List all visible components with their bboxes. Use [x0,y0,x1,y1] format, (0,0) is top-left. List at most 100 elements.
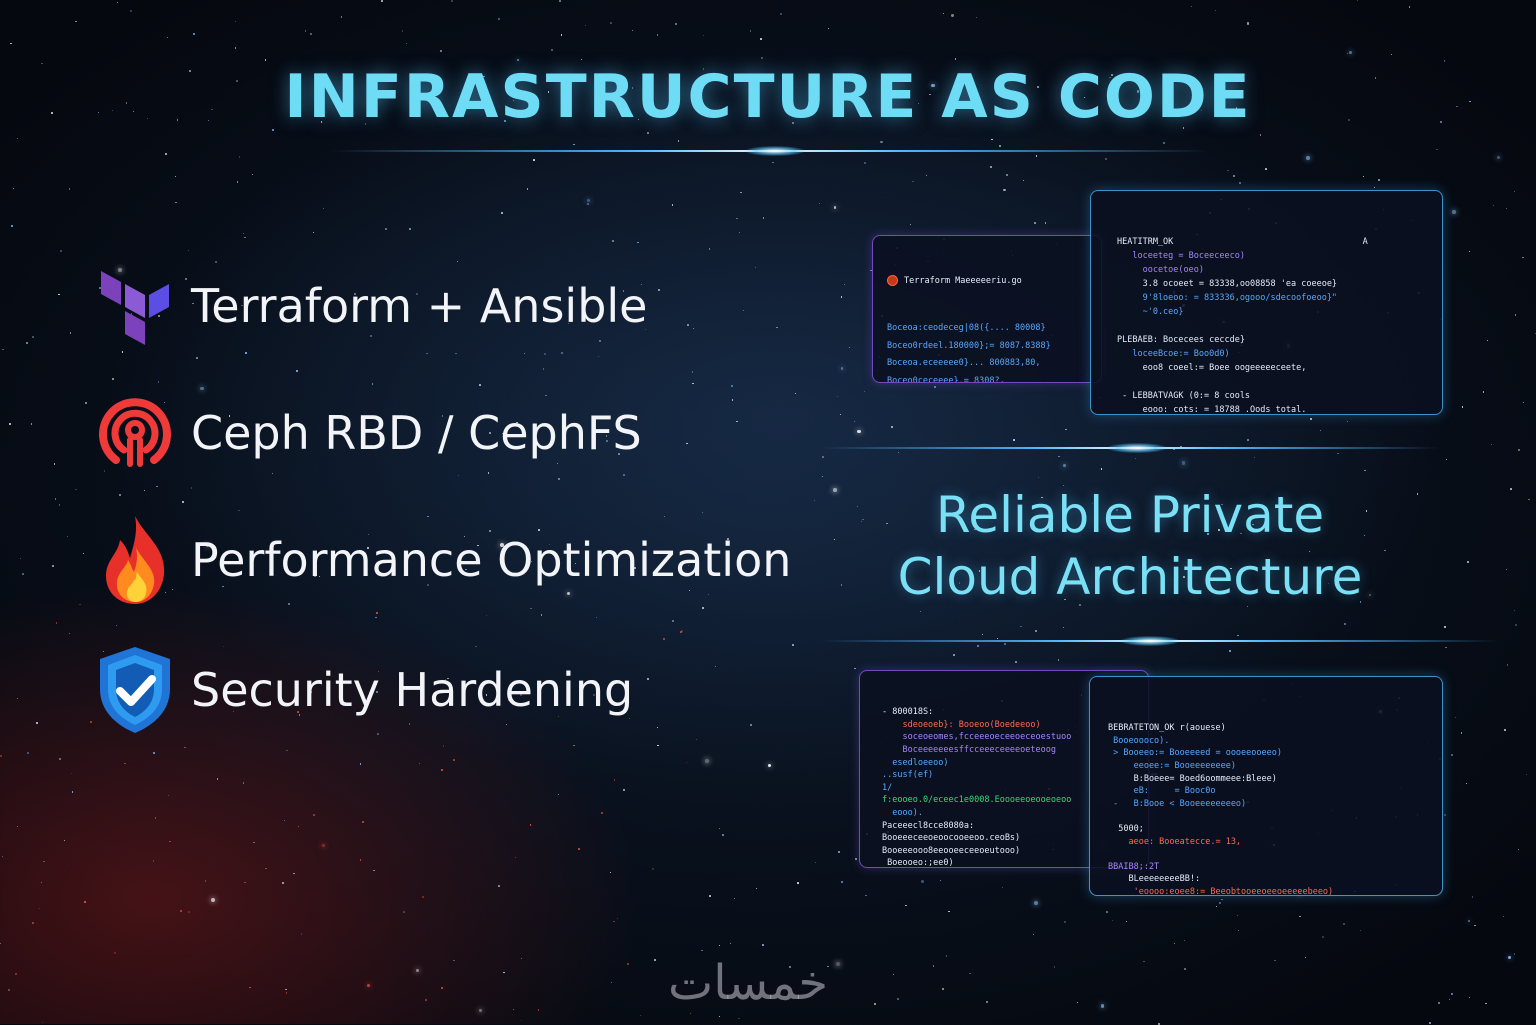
star [1182,127,1185,129]
star [1337,452,1339,455]
star [372,869,375,872]
star [609,871,612,874]
star [731,399,734,401]
star [215,261,217,263]
star [1163,142,1166,145]
star [58,503,61,506]
star [1445,646,1447,648]
star [236,180,239,183]
star [16,697,19,700]
star [1374,76,1377,79]
star [637,241,639,244]
star [861,521,863,523]
star [1416,492,1419,495]
star [945,955,948,958]
star [359,763,362,765]
star [1065,428,1067,430]
star [1359,929,1361,931]
star [692,328,694,330]
star [755,266,757,268]
star [60,250,63,252]
star [71,772,73,775]
star [657,744,659,747]
star [818,203,821,205]
code-line: 'eoooo:eoee8:= Beeobtooeeoeeoeeeeebeeo) [1108,886,1334,896]
star [1506,207,1508,209]
star [537,1009,540,1011]
star [1246,22,1250,25]
star [371,383,374,385]
star [1218,529,1221,532]
star [734,897,736,899]
star [762,944,765,947]
star [864,391,866,393]
star [560,34,562,36]
shield-check-icon [95,647,175,733]
star [405,42,407,44]
feature-security: Security Hardening [95,647,633,733]
star [634,567,636,569]
star [421,896,424,899]
star [1514,624,1517,627]
star [0,754,3,757]
star [241,304,244,307]
star [234,47,237,49]
star [1346,52,1349,55]
star [998,144,1001,147]
star [1136,90,1139,93]
star [891,426,894,428]
star [529,823,532,826]
star [1274,959,1276,962]
star [2,855,4,857]
star [238,155,241,158]
star [300,933,302,935]
code-line: 9'8loeoo: = 833336,ogooo/sdecoofoeoo}" [1117,293,1338,303]
code-line: sdeoeoeb}: Booeoo(Boedeeoo) [882,719,1041,730]
star [1230,568,1232,570]
star [180,910,182,913]
star [942,12,945,15]
star [768,764,771,768]
star [1100,467,1103,470]
star [1357,0,1359,2]
star [234,20,236,23]
star [1246,439,1249,442]
star [1264,168,1267,171]
star [75,488,78,491]
terraform-icon [95,266,175,346]
star [440,49,442,52]
star [718,944,720,946]
star [318,575,320,578]
star [205,543,210,548]
star [680,631,682,633]
star [1057,455,1060,458]
star [1506,664,1509,666]
star [1207,533,1209,536]
star [556,462,559,465]
star [321,843,326,848]
star [750,30,752,32]
star [545,394,547,397]
star [526,188,529,190]
star [760,38,762,40]
star [368,533,370,535]
star [1362,176,1364,178]
star [781,555,784,557]
code-line: eeoee:= Booeeeeeeee) [1108,760,1236,771]
star [485,694,488,696]
code-line [1108,848,1424,861]
title-divider-glow [745,146,805,156]
star [90,720,93,723]
star [453,759,455,761]
star [1368,593,1372,597]
star [228,415,231,417]
star [856,429,861,434]
star [1514,191,1516,193]
star [477,544,479,547]
star [586,198,591,203]
star [837,851,840,853]
star [30,423,33,425]
star [932,965,935,968]
star [898,452,900,454]
star [573,144,575,146]
